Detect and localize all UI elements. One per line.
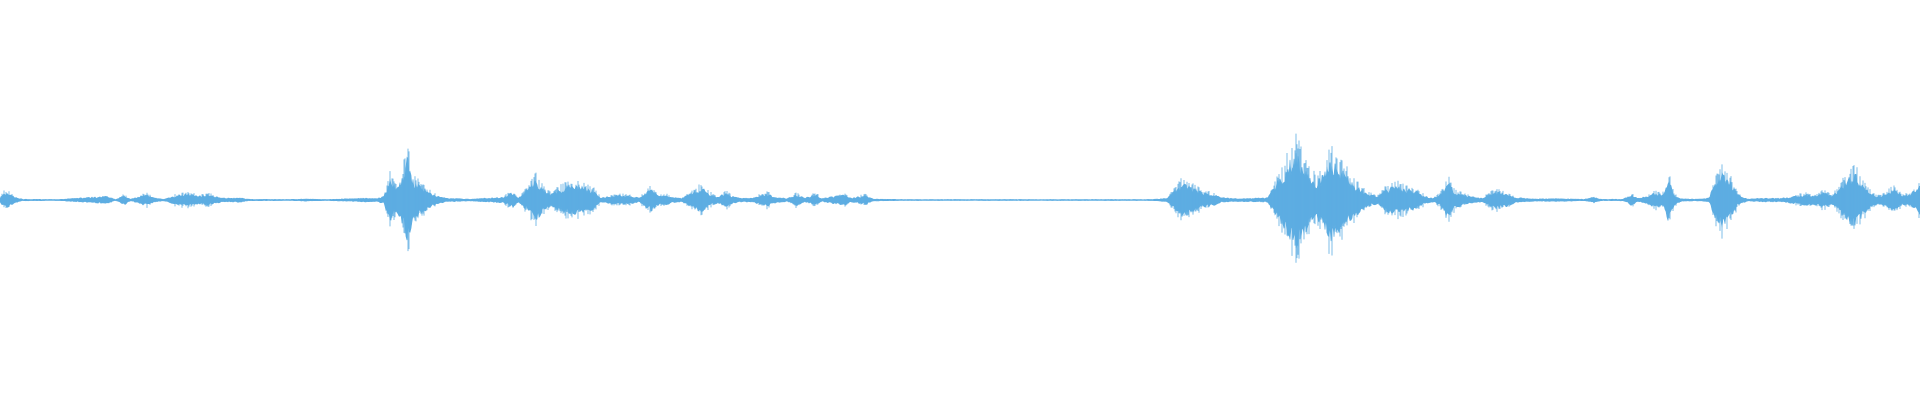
waveform-detail-lines	[1, 133, 1920, 263]
waveform-shape	[0, 153, 1920, 249]
